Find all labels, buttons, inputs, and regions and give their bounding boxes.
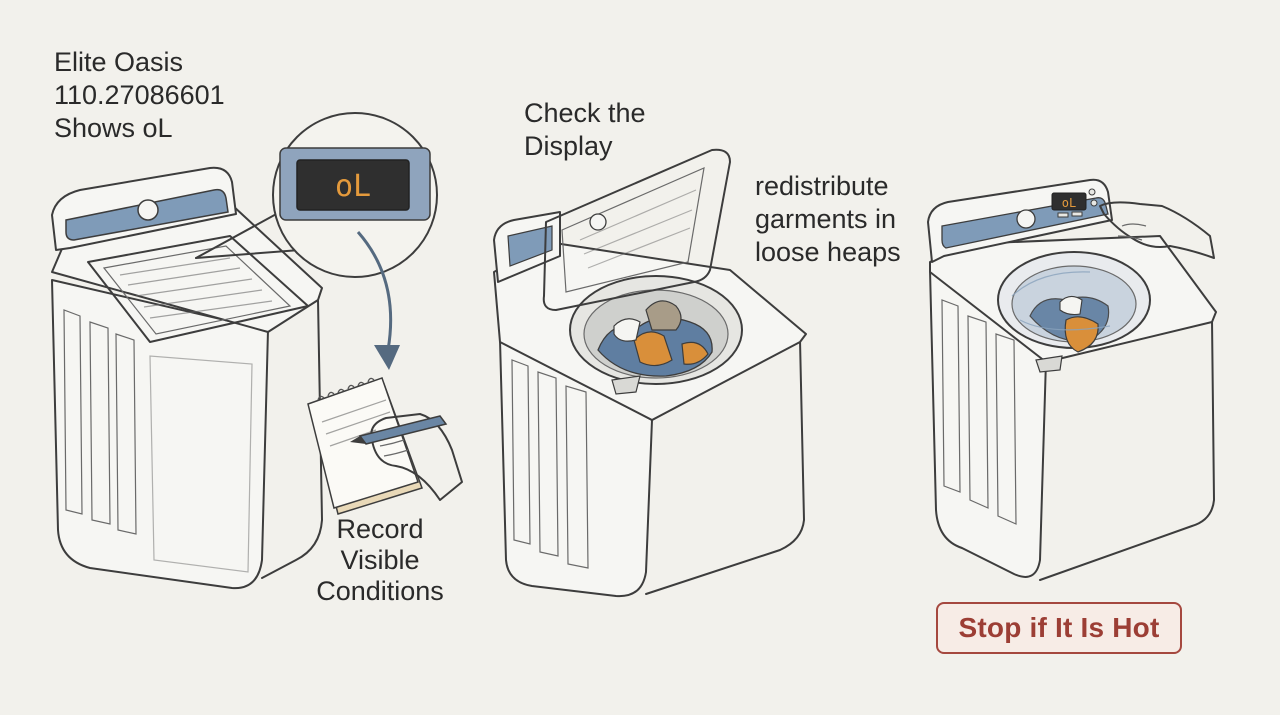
warning-text: Stop if It Is Hot	[958, 612, 1160, 643]
display-callout: oL	[195, 112, 438, 278]
model-number: 110.27086601	[54, 80, 225, 110]
washer-open-lid	[493, 148, 807, 598]
notepad-with-pen	[307, 377, 463, 515]
record-line-3: Conditions	[316, 576, 444, 606]
arrow-to-notepad	[356, 231, 400, 370]
record-line-2: Visible	[340, 545, 420, 575]
check-line-2: Display	[524, 131, 613, 161]
check-display-label: Check the Display	[524, 97, 646, 163]
model-status: Shows oL	[54, 113, 173, 143]
redistribute-label: redistribute garments in loose heaps	[755, 170, 901, 269]
record-conditions-label: Record Visible Conditions	[300, 514, 460, 607]
redist-line-1: redistribute	[755, 171, 889, 201]
redist-line-3: loose heaps	[755, 237, 901, 267]
record-line-1: Record	[336, 514, 424, 544]
model-name: Elite Oasis	[54, 47, 184, 77]
display-code-small: oL	[1062, 196, 1076, 210]
warning-badge: Stop if It Is Hot	[936, 602, 1182, 654]
model-label: Elite Oasis 110.27086601 Shows oL	[54, 46, 225, 145]
check-line-1: Check the	[524, 98, 646, 128]
washer-running: oL	[927, 178, 1217, 581]
washer-closed-lid	[51, 166, 323, 590]
redist-line-2: garments in	[755, 204, 897, 234]
display-code-large: oL	[335, 169, 371, 204]
